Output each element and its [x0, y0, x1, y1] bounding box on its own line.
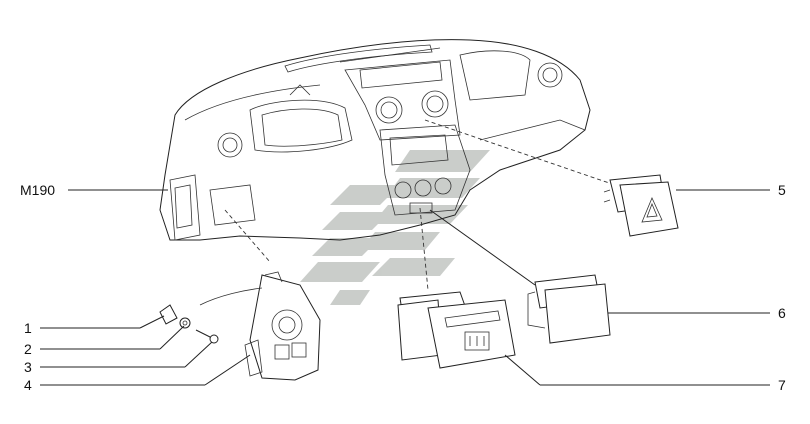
washer-part-2 — [179, 317, 191, 329]
callout-6: 6 — [778, 305, 786, 321]
hazard-switch-part — [603, 174, 679, 237]
light-switch-assembly — [244, 271, 321, 381]
callout-4: 4 — [24, 377, 32, 393]
hazard-triangle-icon — [641, 196, 663, 223]
callout-1: 1 — [24, 320, 32, 336]
clip-part-1 — [159, 304, 178, 325]
dashboard-outline — [159, 39, 591, 241]
watermark-logo — [300, 150, 490, 305]
screw-part-3 — [195, 329, 219, 344]
leader-lines — [68, 119, 616, 291]
callout-m190: M190 — [20, 182, 56, 198]
switch-part-6 — [527, 274, 611, 344]
callout-3: 3 — [24, 359, 32, 375]
rear-defrost-icon — [464, 331, 490, 351]
defrost-switch-part — [397, 291, 516, 369]
callout-7: 7 — [778, 377, 786, 393]
callout-2: 2 — [24, 341, 32, 357]
callout-5: 5 — [778, 182, 786, 198]
